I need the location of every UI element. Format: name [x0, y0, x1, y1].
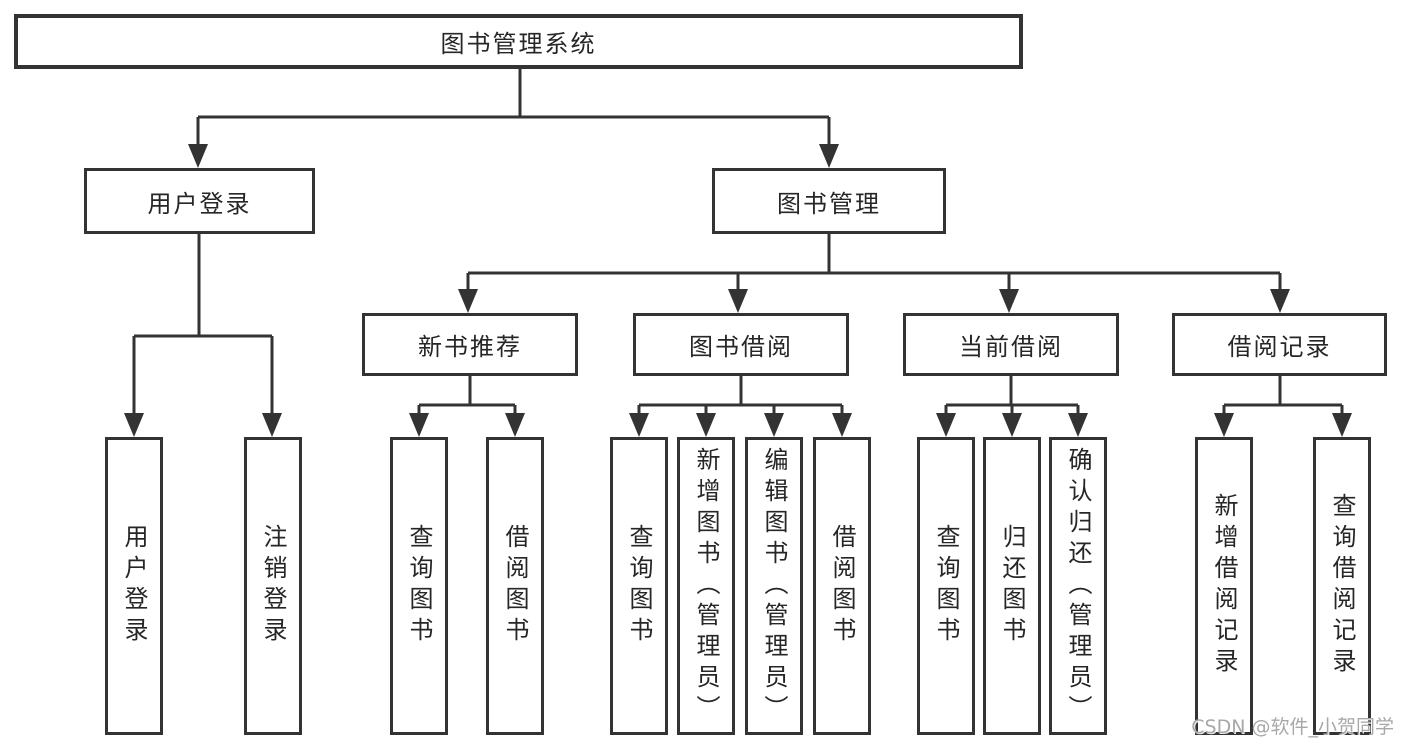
arrow-down-icon	[262, 413, 282, 437]
arrow-down-icon	[505, 413, 525, 437]
arrow-down-icon	[124, 413, 144, 437]
leaf-user-login-label: 用户登录	[120, 524, 148, 648]
arrow-down-icon	[728, 289, 748, 313]
leaf-borrowing-edit-book-admin: 编辑图书（管理员）	[745, 437, 803, 735]
arrow-down-icon	[629, 413, 649, 437]
leaf-logout: 注销登录	[244, 437, 302, 735]
arrow-down-icon	[764, 413, 784, 437]
node-user-login: 用户登录	[84, 168, 315, 234]
arrow-down-icon	[1270, 289, 1290, 313]
leaf-records-add-record: 新增借阅记录	[1195, 437, 1253, 735]
arrow-down-icon	[936, 413, 956, 437]
connector-current-borrowing-to-leaves	[944, 376, 1080, 415]
node-book-borrowing-label: 图书借阅	[689, 333, 793, 361]
connector-borrowing-records-to-leaves	[1222, 376, 1344, 415]
leaf-borrowing-borrow-book: 借阅图书	[813, 437, 871, 735]
leaf-records-query-record-label: 查询借阅记录	[1328, 493, 1356, 679]
leaf-borrowing-add-book-admin-label: 新增图书（管理员）	[692, 446, 720, 726]
leaf-current-return-book-label: 归还图书	[998, 524, 1026, 648]
arrow-down-icon	[409, 413, 429, 437]
node-library-management-system-label: 图书管理系统	[440, 30, 597, 58]
leaf-current-query-book: 查询图书	[917, 437, 975, 735]
connector-book-borrowing-to-leaves	[637, 376, 844, 415]
arrow-down-icon	[1002, 413, 1022, 437]
leaf-records-query-record: 查询借阅记录	[1313, 437, 1371, 735]
arrowheads	[124, 144, 1352, 437]
leaf-recommend-borrow-book: 借阅图书	[486, 437, 544, 735]
node-new-book-recommendation-label: 新书推荐	[418, 333, 522, 361]
arrow-down-icon	[1332, 413, 1352, 437]
leaf-recommend-borrow-book-label: 借阅图书	[501, 524, 529, 648]
leaf-recommend-query-book-label: 查询图书	[405, 524, 433, 648]
leaf-current-confirm-return-admin-label: 确认归还（管理员）	[1064, 446, 1092, 726]
connector-user-login-to-leaves	[132, 233, 274, 415]
connector-book-management-to-level3	[466, 234, 1282, 291]
node-current-borrowing-label: 当前借阅	[959, 333, 1063, 361]
leaf-current-return-book: 归还图书	[983, 437, 1041, 735]
leaf-recommend-query-book: 查询图书	[390, 437, 448, 735]
arrow-down-icon	[832, 413, 852, 437]
node-borrowing-records: 借阅记录	[1172, 313, 1387, 376]
connector-new-book-recommendation-to-leaves	[417, 376, 517, 415]
node-book-borrowing: 图书借阅	[633, 313, 849, 376]
node-library-management-system: 图书管理系统	[14, 14, 1023, 69]
leaf-records-add-record-label: 新增借阅记录	[1210, 493, 1238, 679]
node-new-book-recommendation: 新书推荐	[362, 313, 578, 376]
csdn-watermark: CSDN @软件_小贺同学	[1191, 716, 1394, 738]
arrow-down-icon	[458, 289, 478, 313]
node-user-login-label: 用户登录	[147, 189, 252, 218]
arrow-down-icon	[188, 144, 208, 168]
leaf-borrowing-query-book: 查询图书	[610, 437, 668, 735]
arrow-down-icon	[999, 289, 1019, 313]
node-current-borrowing: 当前借阅	[903, 313, 1119, 376]
node-borrowing-records-label: 借阅记录	[1227, 333, 1332, 361]
node-book-management: 图书管理	[712, 168, 946, 234]
leaf-user-login: 用户登录	[105, 437, 163, 735]
leaf-current-confirm-return-admin: 确认归还（管理员）	[1049, 437, 1107, 735]
leaf-borrowing-edit-book-admin-label: 编辑图书（管理员）	[760, 446, 788, 726]
connector-lines	[132, 69, 1344, 415]
leaf-borrowing-borrow-book-label: 借阅图书	[828, 524, 856, 648]
leaf-borrowing-query-book-label: 查询图书	[625, 524, 653, 648]
arrow-down-icon	[1214, 413, 1234, 437]
arrow-down-icon	[1068, 413, 1088, 437]
node-book-management-label: 图书管理	[777, 189, 881, 218]
arrow-down-icon	[819, 144, 839, 168]
connector-root-to-level2	[196, 69, 831, 146]
leaf-logout-label: 注销登录	[259, 524, 287, 648]
leaf-current-query-book-label: 查询图书	[932, 524, 960, 648]
arrow-down-icon	[696, 413, 716, 437]
leaf-borrowing-add-book-admin: 新增图书（管理员）	[677, 437, 735, 735]
